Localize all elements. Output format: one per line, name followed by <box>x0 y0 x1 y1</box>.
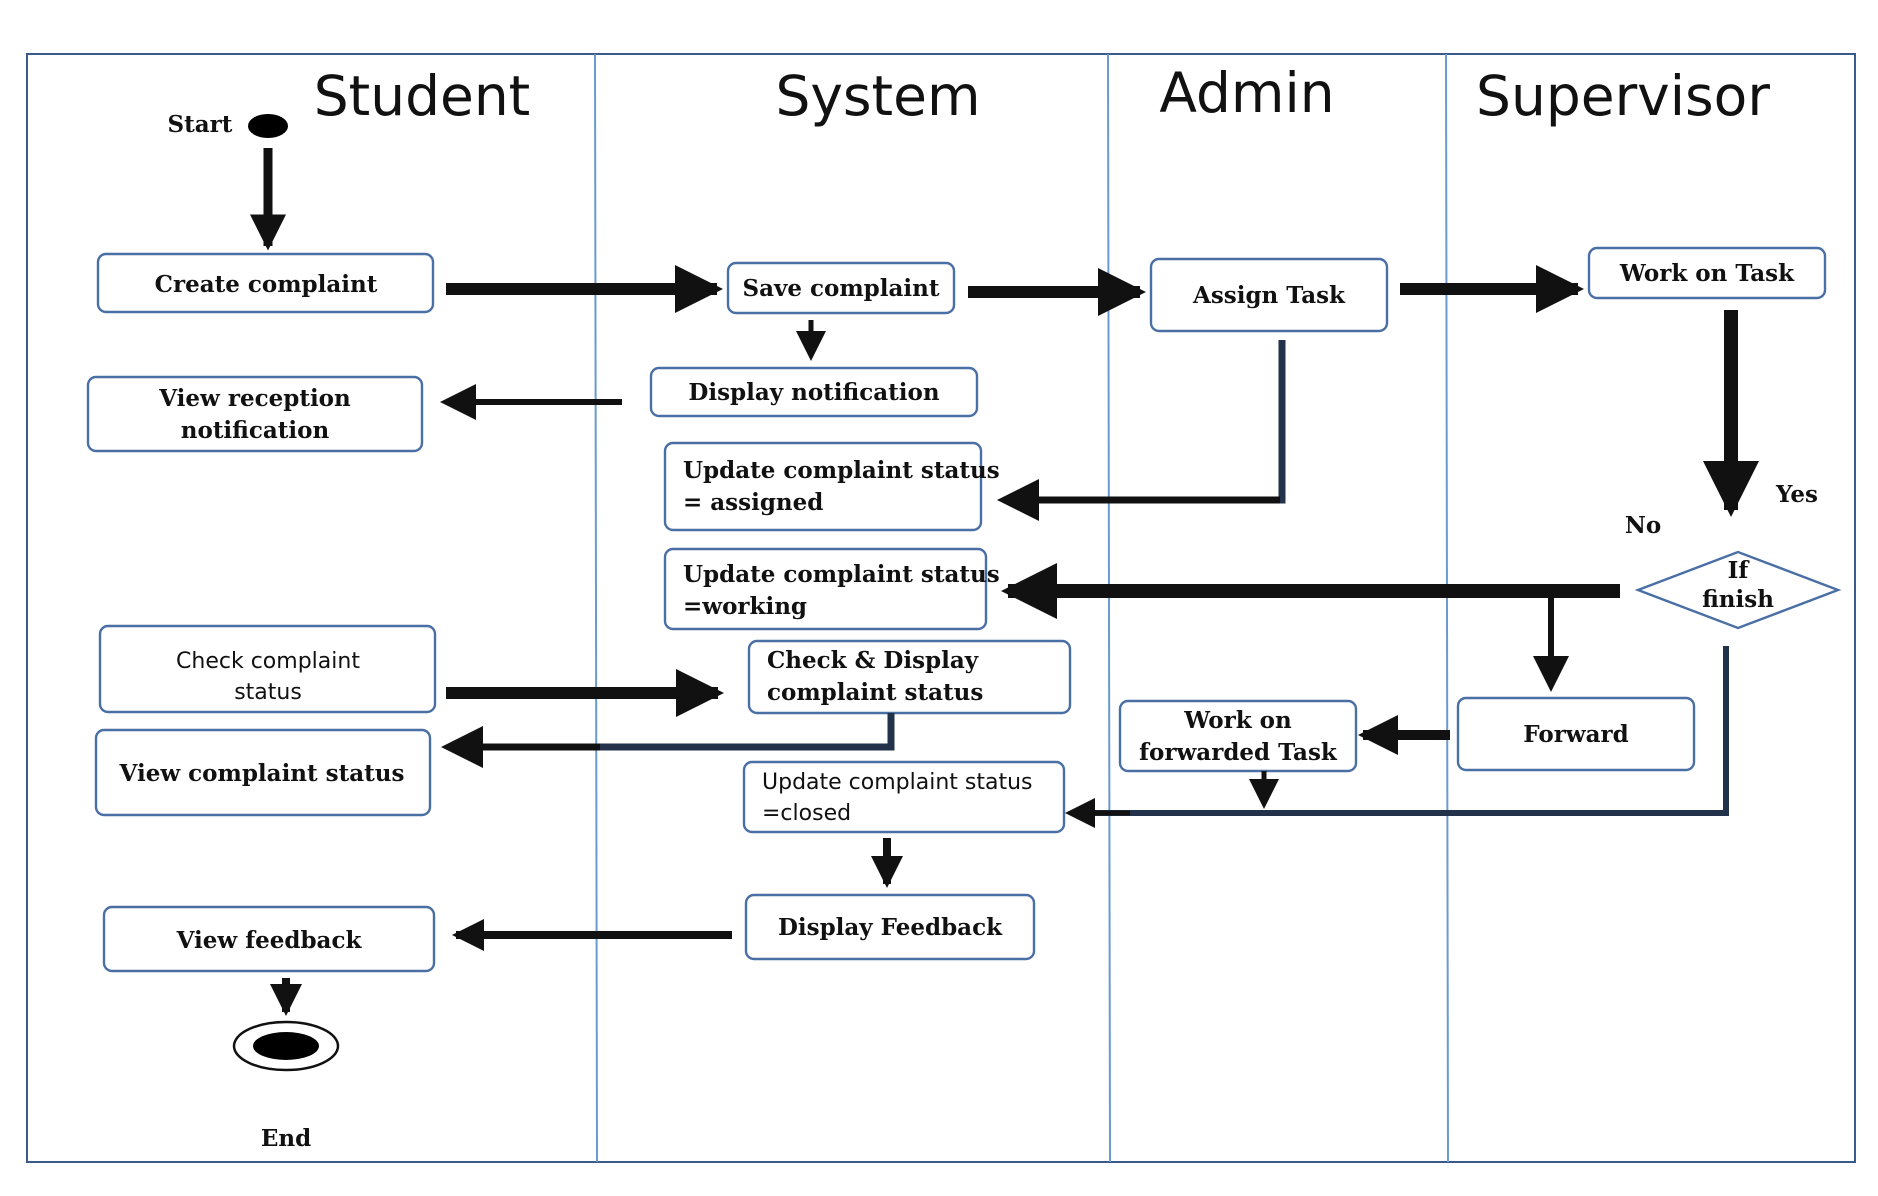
flow-display-to-view-status-connector <box>460 713 895 751</box>
activity-label-line2: notification <box>181 417 330 444</box>
activity-label-line2: complaint status <box>767 679 983 706</box>
activity-save-complaint: Save complaint <box>726 261 956 315</box>
activity-create-complaint: Create complaint <box>96 252 435 314</box>
activity-work-on-task: Work on Task <box>1587 246 1827 300</box>
start-node <box>248 114 288 138</box>
flow-assign-to-assigned-connector <box>1010 340 1286 504</box>
flow-decision-yes-connector <box>1078 646 1729 816</box>
activity-view-complaint-status: View complaint status <box>94 728 432 817</box>
activity-label: Save complaint <box>742 275 939 302</box>
decision-label-line1: If <box>1728 557 1751 584</box>
activity-label: Display Feedback <box>778 914 1003 941</box>
end-label: End <box>261 1125 311 1152</box>
activity-label-line1: Update complaint status <box>762 770 1033 795</box>
activity-label-line1: Update complaint status <box>683 561 1000 588</box>
activity-label: Assign Task <box>1192 282 1346 309</box>
activity-label-line2: status <box>234 680 302 705</box>
decision-if-finish: If finish <box>1634 550 1842 630</box>
activity-label-line2: forwarded Task <box>1139 739 1338 766</box>
start-label: Start <box>168 111 233 138</box>
activity-label-line1: Work on <box>1183 707 1292 734</box>
lane-title-admin: Admin <box>1159 61 1334 125</box>
activity-label: Forward <box>1523 721 1628 748</box>
end-node-core <box>253 1032 319 1060</box>
diagram-frame <box>26 53 1856 1163</box>
activity-check-complaint-status: Check complaint status <box>98 624 437 714</box>
activity-label: View complaint status <box>119 760 405 787</box>
lane-title-supervisor: Supervisor <box>1476 64 1770 128</box>
activity-label-line1: Check & Display <box>767 647 979 674</box>
activity-label: View feedback <box>176 927 363 954</box>
activity-update-status-assigned: Update complaint status = assigned <box>663 441 1000 532</box>
yes-label: Yes <box>1775 481 1818 508</box>
activity-update-status-closed: Update complaint status =closed <box>742 760 1066 834</box>
activity-display-feedback: Display Feedback <box>744 893 1036 961</box>
activity-label: Display notification <box>688 379 939 406</box>
lane-title-system: System <box>775 64 980 128</box>
activity-label-line1: View reception <box>158 385 351 412</box>
decision-label-line2: finish <box>1702 586 1774 613</box>
activity-label-line2: = assigned <box>683 489 823 516</box>
activity-label-line1: Update complaint status <box>683 457 1000 484</box>
lane-title-student: Student <box>314 64 531 128</box>
activity-label: Create complaint <box>155 271 378 298</box>
lane-divider-student-system <box>594 53 598 1163</box>
activity-label: Work on Task <box>1619 260 1795 287</box>
activity-view-feedback: View feedback <box>102 905 436 973</box>
no-label: No <box>1625 512 1661 539</box>
activity-work-on-forwarded-task: Work on forwarded Task <box>1118 699 1358 773</box>
activity-label-line1: Check complaint <box>176 649 360 674</box>
activity-forward: Forward <box>1456 696 1696 772</box>
activity-label-line2: =working <box>683 593 807 620</box>
activity-check-display-status: Check & Display complaint status <box>747 639 1072 715</box>
activity-label-line2: =closed <box>762 801 851 826</box>
activity-assign-task: Assign Task <box>1149 257 1389 333</box>
activity-update-status-working: Update complaint status =working <box>663 547 1000 631</box>
lane-divider-system-admin <box>1107 53 1111 1163</box>
activity-view-reception-notification: View reception notification <box>86 375 424 453</box>
lane-divider-admin-supervisor <box>1445 53 1449 1163</box>
activity-display-notification: Display notification <box>649 366 979 418</box>
